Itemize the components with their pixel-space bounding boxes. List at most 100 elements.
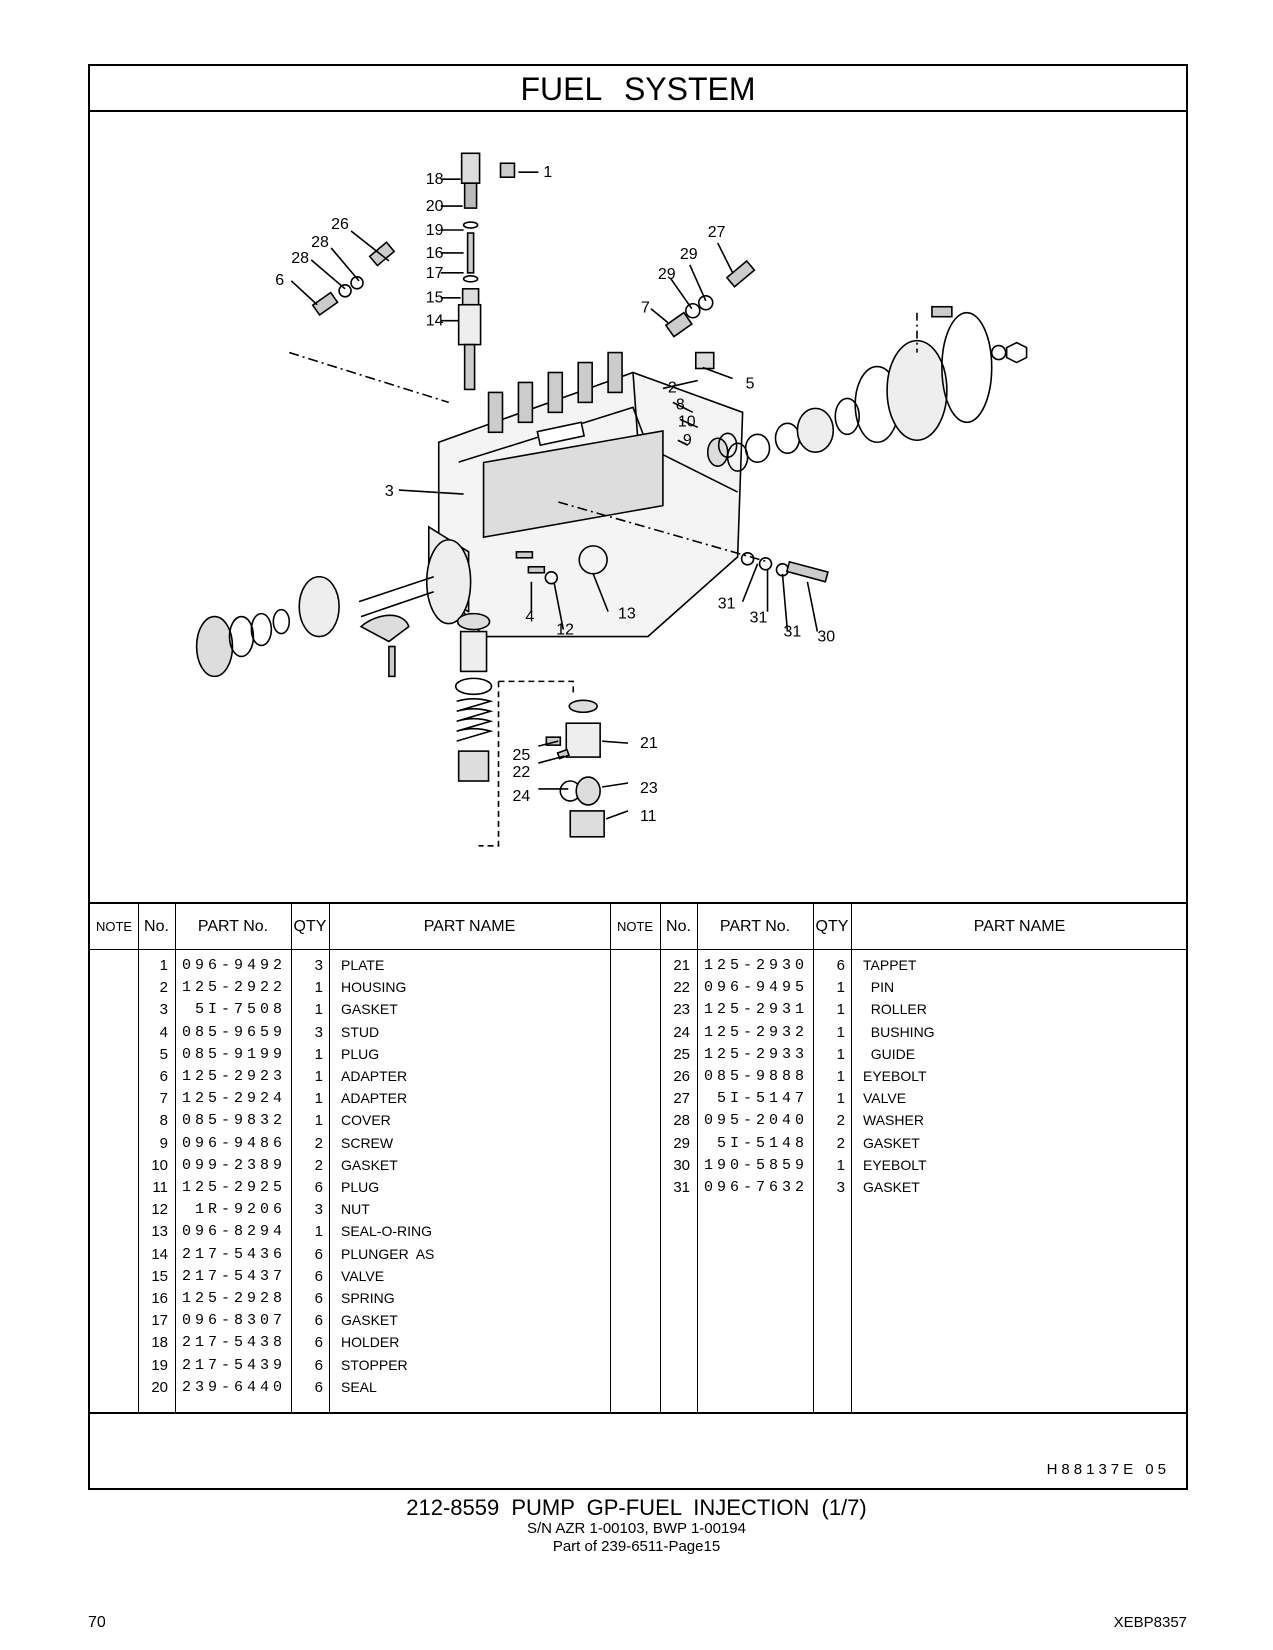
row-part-name: STOPPER xyxy=(341,1356,408,1373)
row-part-name: ADAPTER xyxy=(341,1090,408,1107)
row-qty: 2 xyxy=(314,1156,323,1174)
callout-label: 11 xyxy=(640,808,657,825)
header-qty-left: QTY xyxy=(293,918,327,935)
header-no-right: No. xyxy=(666,918,691,935)
callout-label: 14 xyxy=(426,313,444,330)
row-no: 6 xyxy=(159,1068,168,1085)
drawing-footer: H88137E 05 xyxy=(90,1412,1186,1490)
callout-label: 18 xyxy=(426,171,444,188)
row-no: 26 xyxy=(673,1068,690,1085)
row-part-name: HOLDER xyxy=(341,1334,400,1351)
row-qty: 1 xyxy=(314,1068,323,1085)
row-part-number: 5I-5148 xyxy=(703,1134,808,1152)
row-qty: 1 xyxy=(836,1045,845,1063)
row-no: 16 xyxy=(151,1290,168,1307)
row-no: 9 xyxy=(159,1134,168,1152)
callout-label: 13 xyxy=(618,606,636,623)
row-part-number: 5I-7508 xyxy=(181,1001,286,1019)
row-qty: 2 xyxy=(836,1134,845,1152)
callout-label: 22 xyxy=(512,764,530,781)
table-header xyxy=(90,904,1186,950)
parts-sheet-frame: FUEL SYSTEM xyxy=(88,64,1188,1490)
row-no: 22 xyxy=(673,979,690,997)
row-qty: 6 xyxy=(314,1312,323,1330)
row-part-name: SCREW xyxy=(341,1134,394,1151)
col-no-left xyxy=(138,904,176,1412)
col-no-right xyxy=(660,904,698,1412)
row-no: 28 xyxy=(673,1112,690,1130)
row-part-number: 085-9888 xyxy=(703,1068,808,1085)
row-part-name: GUIDE xyxy=(863,1045,916,1062)
callout-label: 29 xyxy=(658,266,676,283)
callout-label: 27 xyxy=(708,224,726,241)
row-part-number: 190-5859 xyxy=(703,1156,808,1174)
row-part-number: 099-2389 xyxy=(181,1156,286,1174)
row-part-number: 085-9199 xyxy=(181,1045,286,1063)
callout-label: 1 xyxy=(543,164,552,181)
row-qty: 1 xyxy=(314,1223,323,1241)
row-part-name: TAPPET xyxy=(863,957,917,973)
row-no: 8 xyxy=(159,1112,168,1130)
caption-part-of: Part of 239-6511-Page15 xyxy=(552,1538,721,1555)
row-qty: 1 xyxy=(836,1023,845,1041)
row-qty: 1 xyxy=(836,1156,845,1174)
row-qty: 6 xyxy=(836,957,845,974)
row-qty: 3 xyxy=(314,957,323,974)
callout-label: 28 xyxy=(291,250,309,267)
callout-label: 7 xyxy=(641,300,650,317)
row-no: 23 xyxy=(673,1001,690,1019)
row-part-number: 085-9832 xyxy=(181,1112,286,1130)
callout-label: 31 xyxy=(750,610,768,627)
row-part-name: ADAPTER xyxy=(341,1068,408,1084)
callout-label: 12 xyxy=(556,622,574,639)
row-no: 7 xyxy=(159,1090,168,1108)
callout-label: 29 xyxy=(680,246,698,263)
row-no: 17 xyxy=(151,1312,168,1330)
row-part-name: PLATE xyxy=(341,957,385,973)
row-no: 10 xyxy=(151,1156,168,1174)
callout-label: 17 xyxy=(426,265,444,282)
drawing-code: H88137E 05 xyxy=(1046,1461,1170,1478)
row-part-number: 096-9495 xyxy=(703,979,808,997)
callout-label: 15 xyxy=(426,290,444,307)
row-part-number: 096-8307 xyxy=(181,1312,286,1330)
header-partno-right: PART No. xyxy=(719,918,791,935)
row-qty: 1 xyxy=(836,979,845,997)
row-no: 25 xyxy=(673,1045,690,1063)
callout-label: 21 xyxy=(640,735,658,752)
row-no: 20 xyxy=(151,1378,168,1396)
row-part-number: 217-5436 xyxy=(181,1245,286,1263)
callout-label: 30 xyxy=(817,629,835,646)
row-part-name: SEAL-O-RING xyxy=(341,1223,433,1240)
row-no: 12 xyxy=(151,1201,168,1219)
row-part-number: 095-2040 xyxy=(703,1112,808,1130)
callout-label: 2 xyxy=(668,379,677,396)
row-part-number: 096-9486 xyxy=(181,1134,286,1152)
row-no: 24 xyxy=(673,1023,690,1041)
row-part-number: 125-2925 xyxy=(181,1179,286,1196)
row-part-name: EYEBOLT xyxy=(863,1156,927,1173)
row-no: 2 xyxy=(159,979,168,997)
row-part-number: 125-2924 xyxy=(181,1090,286,1108)
row-part-name: VALVE xyxy=(863,1090,907,1107)
row-qty: 6 xyxy=(314,1290,323,1307)
row-part-number: 217-5437 xyxy=(181,1267,286,1285)
row-qty: 6 xyxy=(314,1378,323,1396)
col-qty-right xyxy=(813,904,852,1412)
row-part-name: GASKET xyxy=(341,1001,398,1018)
callout-label: 16 xyxy=(426,245,444,262)
col-qty-left xyxy=(291,904,330,1412)
row-part-number: 096-9492 xyxy=(181,957,286,974)
row-qty: 6 xyxy=(314,1245,323,1263)
row-qty: 6 xyxy=(314,1356,323,1374)
row-qty: 3 xyxy=(314,1023,323,1041)
row-no: 13 xyxy=(151,1223,168,1241)
row-no: 3 xyxy=(159,1001,168,1019)
row-part-name: STUD xyxy=(341,1023,380,1040)
row-no: 4 xyxy=(159,1023,168,1041)
row-no: 11 xyxy=(152,1179,168,1196)
row-part-name: EYEBOLT xyxy=(863,1068,927,1084)
parts-table: NOTE No. PART No. QTY PART NAME NOTE No.… xyxy=(90,902,1186,1412)
row-part-name: BUSHING xyxy=(863,1023,935,1040)
col-note-right xyxy=(610,904,661,1412)
